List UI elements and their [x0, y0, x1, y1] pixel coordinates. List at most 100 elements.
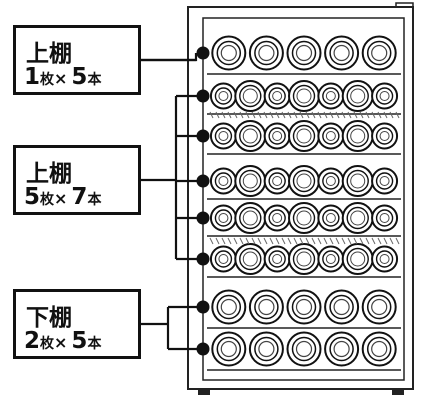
- marker-dot: [196, 129, 210, 143]
- bottle-cap: [325, 254, 336, 264]
- grille-mark: [251, 111, 256, 119]
- bottle: [317, 82, 345, 110]
- bottle-cap: [218, 213, 229, 223]
- bottle-cap: [333, 44, 350, 62]
- bottle: [286, 331, 322, 367]
- label-qty: 5: [71, 328, 88, 354]
- bottle-cap: [258, 44, 275, 62]
- label-title: 上棚: [26, 154, 138, 188]
- grille-mark: [245, 237, 250, 245]
- bottle: [341, 243, 374, 275]
- marker-dot: [196, 342, 210, 356]
- grille-mark: [305, 111, 310, 119]
- bottle: [288, 202, 320, 234]
- grille-mark: [251, 237, 256, 245]
- bottle-cap: [296, 251, 312, 267]
- grille-mark: [293, 111, 298, 119]
- bottle: [288, 120, 320, 152]
- bottle-cap: [258, 340, 275, 358]
- bottle-cap: [379, 131, 390, 141]
- bottle-cap: [220, 298, 237, 316]
- bottle-cap: [242, 88, 258, 104]
- grille-mark: [269, 111, 274, 119]
- grille-mark: [215, 111, 220, 119]
- bottle: [288, 165, 320, 197]
- bottle: [286, 35, 322, 71]
- grille-mark: [317, 237, 322, 245]
- label-times: ×: [54, 333, 68, 352]
- bottle-cap: [325, 131, 336, 141]
- bottle-cap: [350, 173, 366, 189]
- grille-mark: [347, 237, 352, 245]
- bottle: [341, 202, 374, 234]
- grille-mark: [323, 111, 328, 119]
- bottle: [324, 289, 360, 325]
- grille-mark: [233, 237, 238, 245]
- bottle-cap: [371, 44, 388, 62]
- bottle-cap: [325, 91, 336, 101]
- shelf-row: [207, 165, 401, 200]
- label-unit: 枚: [40, 72, 55, 88]
- label-unit: 本: [87, 72, 102, 88]
- grille-mark: [269, 237, 274, 245]
- label-unit: 枚: [40, 192, 55, 208]
- grille-mark: [365, 237, 370, 245]
- bottle-cap: [242, 173, 258, 189]
- bottle-cap: [220, 44, 237, 62]
- marker-dot: [196, 46, 210, 60]
- bottle: [209, 204, 237, 232]
- bottle: [317, 204, 345, 232]
- bottle-cap: [272, 91, 283, 101]
- grille-mark: [287, 237, 292, 245]
- grille-mark: [227, 111, 232, 119]
- bottle-cap: [325, 213, 336, 223]
- bottle-cap: [296, 128, 312, 144]
- bottle: [211, 289, 247, 325]
- grille-mark: [311, 111, 316, 119]
- bottle: [371, 122, 399, 150]
- bottle: [361, 331, 397, 367]
- bottle: [317, 167, 345, 195]
- grille-mark: [359, 237, 364, 245]
- bottle-cap: [242, 210, 258, 226]
- bottle-cap: [350, 210, 366, 226]
- grille-mark: [221, 237, 226, 245]
- grille-mark: [383, 237, 388, 245]
- bottle-cap: [296, 88, 312, 104]
- grille-mark: [263, 237, 268, 245]
- grille-mark: [329, 111, 334, 119]
- grille-mark: [245, 111, 250, 119]
- grille-mark: [221, 111, 226, 119]
- bottle: [371, 167, 399, 195]
- bottle: [324, 35, 360, 71]
- bottle: [263, 204, 291, 232]
- grille-mark: [239, 237, 244, 245]
- bottle: [371, 245, 399, 273]
- bottle-cap: [350, 251, 366, 267]
- grille-mark: [299, 111, 304, 119]
- label-spec: 2枚×5本: [24, 328, 138, 354]
- bottle: [317, 245, 345, 273]
- bottle-cap: [295, 44, 313, 62]
- grille-mark: [227, 237, 232, 245]
- label-unit: 枚: [40, 336, 55, 352]
- bottle-cap: [333, 298, 350, 316]
- label-spec: 1枚×5本: [24, 64, 138, 90]
- grille-mark: [389, 237, 394, 245]
- bottle: [263, 167, 291, 195]
- grille-mark: [383, 111, 388, 119]
- bottle-cap: [272, 254, 283, 264]
- shelf-row: [207, 243, 401, 278]
- bottle-cap: [272, 213, 283, 223]
- grille-mark: [395, 111, 400, 119]
- label-times: ×: [54, 69, 68, 88]
- label-upper-shelf-1: 上棚 1枚×5本: [13, 25, 141, 95]
- label-qty: 5: [71, 64, 88, 90]
- grille-mark: [305, 237, 310, 245]
- grille-mark: [353, 111, 358, 119]
- bottle: [234, 202, 267, 234]
- grille-mark: [215, 237, 220, 245]
- label-count: 2: [24, 328, 41, 354]
- bottle: [209, 245, 237, 273]
